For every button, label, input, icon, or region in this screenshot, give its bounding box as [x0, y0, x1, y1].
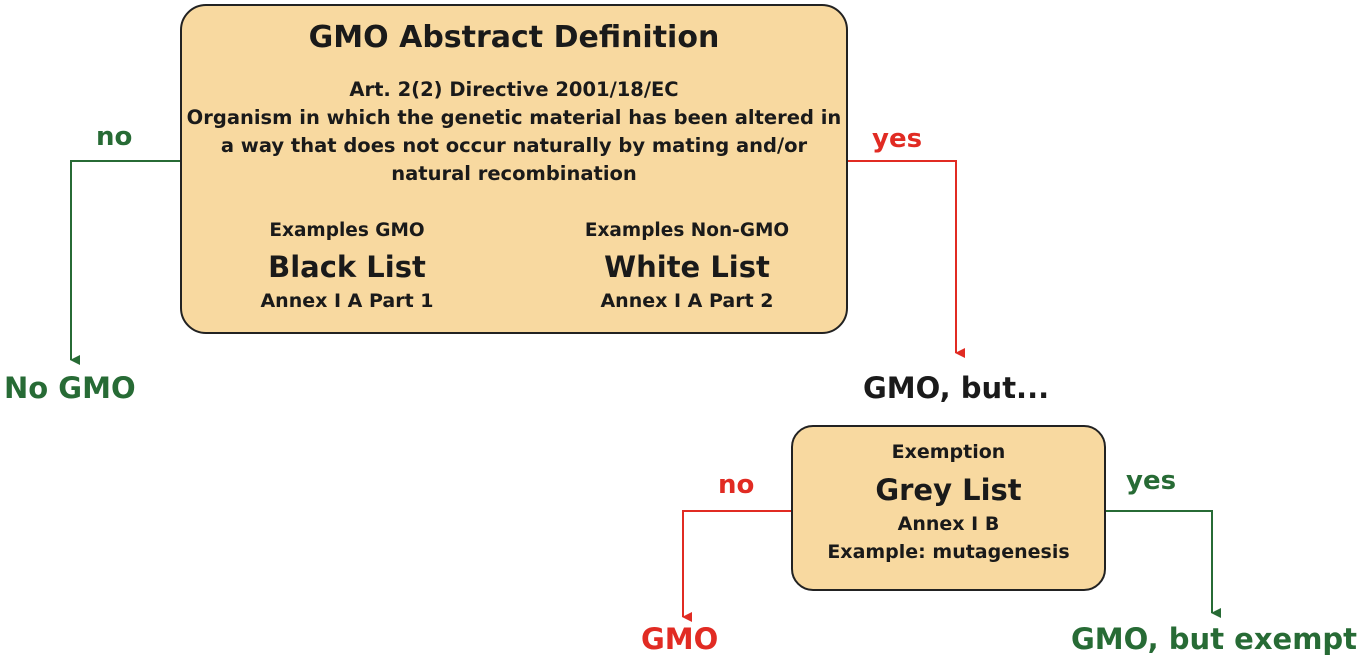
gmo-definition-box: GMO Abstract Definition Art. 2(2) Direct… [180, 4, 848, 334]
gmo-exempt-outcome: GMO, but exempt [1071, 622, 1358, 656]
definition-text: Organism in which the genetic material h… [186, 106, 842, 185]
gmo-but-outcome: GMO, but... [863, 371, 1050, 405]
white-list-annex: Annex I A Part 2 [600, 290, 774, 312]
black-list-label: Black List [268, 250, 426, 284]
gmo-outcome: GMO [641, 622, 719, 656]
sub-no-label: no [718, 470, 755, 500]
main-yes-arrow [848, 160, 965, 358]
exemption-heading: Exemption [891, 441, 1006, 463]
exemption-box: Exemption Grey List Annex I B Example: m… [791, 425, 1106, 591]
black-list-annex: Annex I A Part 1 [260, 290, 434, 312]
examples-non-gmo-heading: Examples Non-GMO [584, 220, 790, 241]
main-no-arrow [70, 160, 181, 365]
no-gmo-outcome: No GMO [4, 371, 136, 405]
directive-reference: Art. 2(2) Directive 2001/18/EC [349, 78, 679, 101]
grey-list-example: Example: mutagenesis [827, 541, 1070, 563]
sub-yes-arrow [1106, 510, 1221, 618]
main-no-label: no [96, 122, 133, 152]
grey-list-annex: Annex I B [897, 513, 1000, 535]
main-yes-label: yes [872, 124, 923, 154]
grey-list-label: Grey List [875, 473, 1022, 507]
definition-title: GMO Abstract Definition [308, 20, 720, 55]
sub-no-arrow [682, 510, 792, 622]
examples-gmo-heading: Examples GMO [269, 220, 425, 241]
sub-yes-label: yes [1126, 466, 1177, 496]
white-list-label: White List [604, 250, 770, 284]
